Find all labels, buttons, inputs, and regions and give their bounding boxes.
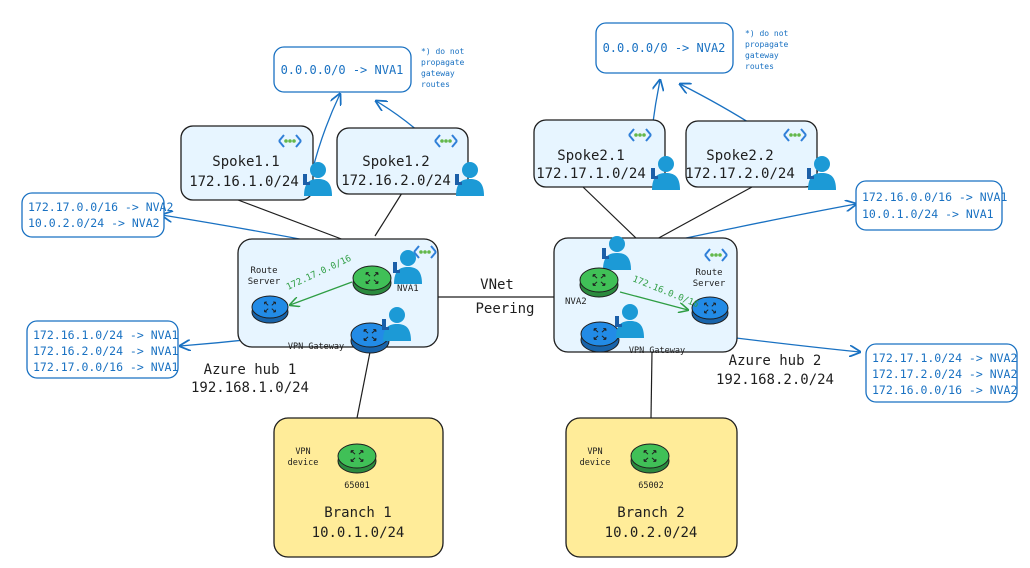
connection-lines [237,186,753,419]
route-text: 0.0.0.0/0 -> NVA2 [603,41,726,55]
note-no-propagate-2: *) do not propagate gateway routes [745,29,789,71]
route-text: 172.17.1.0/24 -> NVA2 [872,351,1017,365]
route-box-hub2-vpn: 172.17.1.0/24 -> NVA2 172.17.2.0/24 -> N… [865,343,1018,403]
spoke-1-1: Spoke1.1 172.16.1.0/24 [180,125,314,201]
route-text: 10.0.2.0/24 -> NVA2 [28,216,160,230]
spoke-2-1: Spoke2.1 172.17.1.0/24 [533,119,666,188]
route-server-label: Server [248,277,281,287]
route-text: 172.17.0.0/16 -> NVA1 [33,360,178,374]
route-text: 172.17.0.0/16 -> NVA2 [28,200,173,214]
route-server-router-icon [251,295,289,324]
route-server-label: Route [695,268,722,278]
spoke-cidr: 172.16.2.0/24 [341,173,451,189]
note-line: *) do not [421,47,465,56]
hub-name: Azure hub 2 [729,353,822,369]
note-line: gateway [421,69,455,78]
vpn-gateway-router-icon [580,321,620,353]
route-box-spoke1: 0.0.0.0/0 -> NVA1 [273,46,412,93]
bgp-advertise-arrow [619,291,688,310]
route-box-hub1-vpn: 172.16.1.0/24 -> NVA1 172.16.2.0/24 -> N… [26,320,179,379]
route-box-hub1-left: 172.17.0.0/16 -> NVA2 10.0.2.0/24 -> NVA… [21,192,173,238]
spoke-name: Spoke2.1 [557,148,624,164]
route-text: 172.16.2.0/24 -> NVA1 [33,344,178,358]
route-box-hub2-right: 172.16.0.0/16 -> NVA1 10.0.1.0/24 -> NVA… [855,180,1007,231]
route-text: 172.16.0.0/16 -> NVA1 [862,190,1007,204]
route-text: 172.17.2.0/24 -> NVA2 [872,367,1017,381]
azure-hub-2: NVA2 Route Server 172.16.0.0/16 VPN Gate… [553,236,834,388]
spoke-name: Spoke1.1 [212,154,279,170]
route-text: 10.0.1.0/24 -> NVA1 [862,207,994,221]
vpn-device-label: device [580,458,611,468]
hub-cidr: 192.168.1.0/24 [191,380,309,396]
asn-label: 65001 [344,481,370,491]
spoke-2-2: Spoke2.2 172.17.2.0/24 [685,120,818,188]
route-server-label: Route [250,266,277,276]
note-no-propagate-1: *) do not propagate gateway routes [421,47,465,89]
branch-cidr: 10.0.1.0/24 [312,525,405,541]
asn-label: 65002 [638,481,664,491]
vpn-device-label: VPN [295,447,310,457]
nva-label: NVA2 [565,297,587,307]
nva1-router-icon [352,265,392,296]
note-line: gateway [745,51,779,60]
vpn-device-label: VPN [587,447,602,457]
branch-1: VPN device 65001 Branch 1 10.0.1.0/24 [273,417,444,558]
spoke-cidr: 172.17.2.0/24 [685,166,795,182]
route-server-label: Server [693,279,726,289]
branch-2: VPN device 65002 Branch 2 10.0.2.0/24 [565,417,738,558]
vpn-device-router-icon [630,443,670,474]
branch-name: Branch 1 [324,505,391,521]
vpn-gateway-label: VPN Gateway [288,342,344,352]
route-text: 172.16.1.0/24 -> NVA1 [33,328,178,342]
vpn-device-label: device [288,458,319,468]
route-server-router-icon [691,296,729,325]
spoke-1-2: Spoke1.2 172.16.2.0/24 [336,127,469,195]
peering-text: Peering [475,301,534,317]
vpn-gateway-label: VPN Gateway [629,346,685,356]
nva2-router-icon [579,267,619,298]
nva-label: NVA1 [397,284,419,294]
route-box-spoke2: 0.0.0.0/0 -> NVA2 [595,22,734,74]
spoke-cidr: 172.16.1.0/24 [189,174,299,190]
vpn-device-router-icon [337,443,377,474]
spoke-cidr: 172.17.1.0/24 [536,166,646,182]
branch-cidr: 10.0.2.0/24 [605,525,698,541]
route-text: 172.16.0.0/16 -> NVA2 [872,383,1017,397]
bgp-advertise-arrow [290,281,353,305]
note-line: propagate [421,58,465,67]
azure-hub-1: Route Server NVA1 172.17.0.0/16 VPN Gate… [191,238,439,396]
peering-text: VNet [480,277,514,293]
vnet-peering-label: VNet Peering [475,277,534,317]
note-line: routes [745,62,774,71]
spoke-name: Spoke1.2 [362,154,429,170]
note-line: propagate [745,40,789,49]
note-line: routes [421,80,450,89]
spoke-name: Spoke2.2 [706,148,773,164]
hub-name: Azure hub 1 [204,362,297,378]
hub-cidr: 192.168.2.0/24 [716,372,834,388]
note-line: *) do not [745,29,789,38]
branch-name: Branch 2 [617,505,684,521]
route-text: 0.0.0.0/0 -> NVA1 [281,63,404,77]
